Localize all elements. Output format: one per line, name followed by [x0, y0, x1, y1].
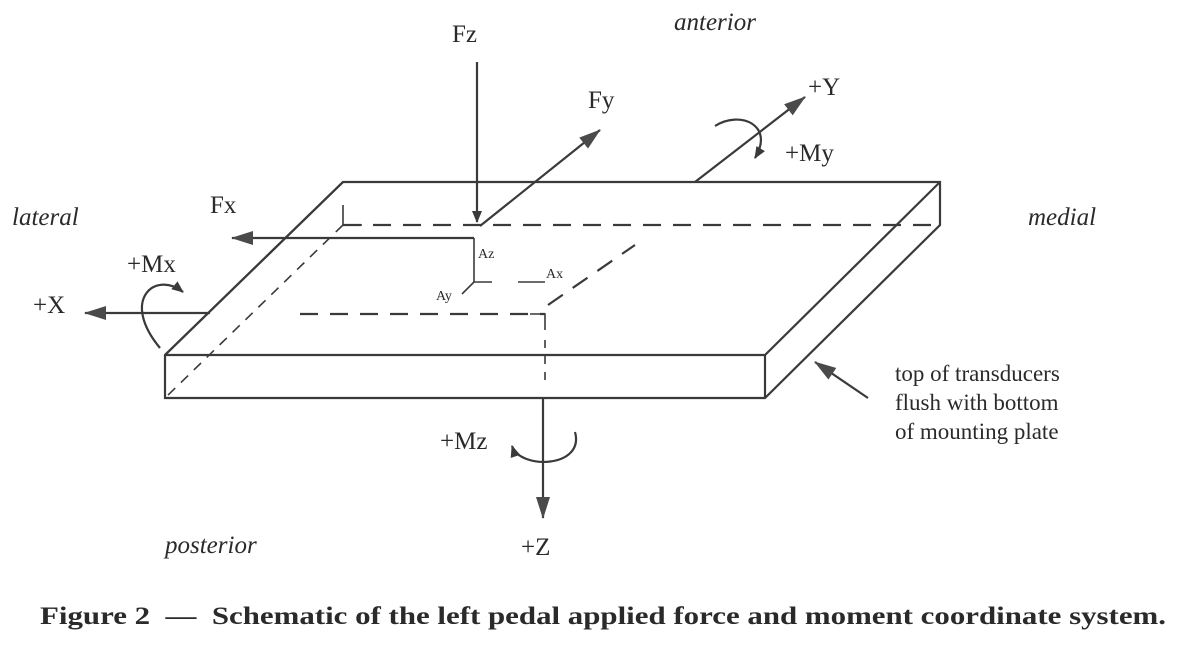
mounting-plate [163, 180, 942, 400]
label-fx: Fx [210, 192, 237, 219]
plate-top-left-edge [164, 181, 344, 356]
note-line-2: flush with bottom [895, 390, 1059, 415]
y-axis-arrow [694, 96, 806, 183]
label-anterior: anterior [674, 9, 756, 36]
ay-offset-line [461, 281, 475, 295]
figure-caption: Figure 2 — Schematic of the left pedal a… [40, 603, 1166, 630]
applied-forces [231, 62, 601, 245]
label-posterior: posterior [163, 532, 257, 559]
plate-outline [163, 180, 942, 400]
label-plus-my: +My [785, 140, 834, 167]
transducer-note-pointer [814, 361, 869, 399]
label-fz: Fz [452, 21, 477, 48]
label-lateral: lateral [12, 204, 79, 231]
reference-corner-tick [530, 313, 546, 330]
note-line-3: of mounting plate [895, 419, 1059, 444]
transducer-reference [300, 238, 636, 380]
label-medial: medial [1028, 204, 1096, 231]
label-plus-mz: +Mz [440, 428, 487, 455]
label-fy: Fy [588, 87, 615, 114]
label-plus-x: +X [33, 292, 65, 319]
plate-hidden-corner [342, 205, 362, 226]
reference-dashed-diagonal [547, 244, 636, 306]
moment-arcs [140, 118, 765, 463]
note-line-1: top of transducers [895, 361, 1060, 386]
mx-moment-arc [140, 281, 184, 349]
label-ax: Ax [546, 267, 563, 282]
label-plus-z: +Z [521, 534, 550, 561]
coordinate-axes [84, 96, 806, 519]
plate-hidden-left-edge [164, 224, 344, 399]
fy-arrow [479, 129, 601, 227]
mz-moment-arc [510, 431, 578, 463]
label-ay: Ay [436, 289, 452, 304]
my-moment-arc [714, 118, 765, 159]
label-plus-mx: +Mx [127, 251, 176, 278]
label-az: Az [478, 247, 494, 262]
label-plus-y: +Y [808, 74, 840, 101]
transducer-note: top of transducers flush with bottom of … [895, 361, 1060, 444]
